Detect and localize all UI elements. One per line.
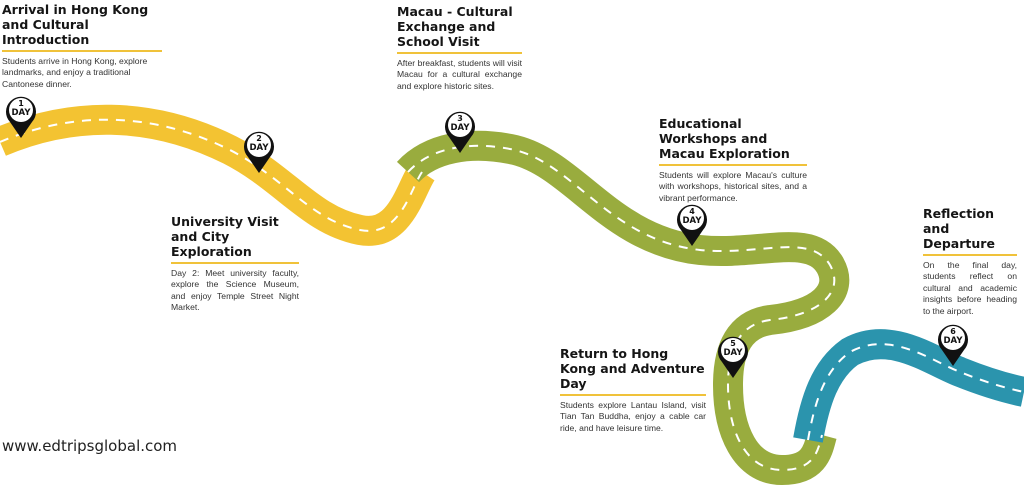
pin-day-label: DAY — [723, 348, 743, 358]
day-2-rule — [171, 262, 299, 264]
day-3-card: Macau - Cultural Exchange and School Vis… — [397, 4, 522, 92]
map-pin-icon — [445, 111, 475, 153]
map-pin-icon — [244, 131, 274, 173]
pin-day-number: 1 — [18, 99, 24, 108]
day-6-card: Reflection and Departure On the final da… — [923, 206, 1017, 317]
pin-day-number: 6 — [950, 327, 956, 336]
day-5-description: Students explore Lantau Island, visit Ti… — [560, 400, 706, 433]
day-4-title: Educational Workshops and Macau Explorat… — [659, 116, 790, 161]
day-2-card: University Visit and City Exploration Da… — [171, 214, 299, 314]
day-2-description: Day 2: Meet university faculty, explore … — [171, 268, 299, 313]
day-3-rule — [397, 52, 522, 54]
day-4-rule — [659, 164, 807, 166]
day-6-rule — [923, 254, 1017, 256]
day-1-rule — [2, 50, 162, 52]
day-6-title: Reflection and Departure — [923, 206, 995, 251]
day-1-card: Arrival in Hong Kong and Cultural Introd… — [2, 2, 162, 90]
day-6-description: On the final day, students reflect on cu… — [923, 260, 1017, 316]
pin-day-label: DAY — [249, 143, 269, 153]
pin-day-label: DAY — [682, 216, 702, 226]
map-pin-icon — [6, 96, 37, 138]
road-centerline-yellow — [0, 118, 423, 232]
day-1-title: Arrival in Hong Kong and Cultural Introd… — [2, 2, 149, 47]
pin-day-number: 5 — [730, 339, 736, 348]
road-centerline-blue — [807, 343, 1024, 441]
day-5-rule — [560, 394, 706, 396]
day-5-title: Return to Hong Kong and Adventure Day — [560, 346, 705, 391]
day-5-card: Return to Hong Kong and Adventure Day St… — [560, 346, 706, 434]
pin-day-label: DAY — [11, 108, 31, 118]
road-centerline-green — [407, 144, 836, 472]
day-1-description: Students arrive in Hong Kong, explore la… — [2, 56, 148, 89]
day-2-title: University Visit and City Exploration — [171, 214, 279, 259]
day-4-card: Educational Workshops and Macau Explorat… — [659, 116, 807, 204]
road-segment-blue — [793, 329, 1024, 443]
day-3-description: After breakfast, students will visit Mac… — [397, 58, 522, 91]
pin-day-label: DAY — [943, 336, 963, 346]
pin-day-number: 3 — [457, 114, 463, 123]
map-pin-icon — [718, 336, 748, 378]
day-3-title: Macau - Cultural Exchange and School Vis… — [397, 4, 513, 49]
day-4-description: Students will explore Macau's culture wi… — [659, 170, 807, 203]
map-pin-icon — [677, 204, 707, 246]
website-url: www.edtripsglobal.com — [2, 437, 178, 455]
pin-day-label: DAY — [450, 123, 470, 133]
pin-day-number: 4 — [689, 207, 695, 216]
map-pin-icon — [938, 324, 968, 366]
pin-day-number: 2 — [256, 134, 262, 143]
